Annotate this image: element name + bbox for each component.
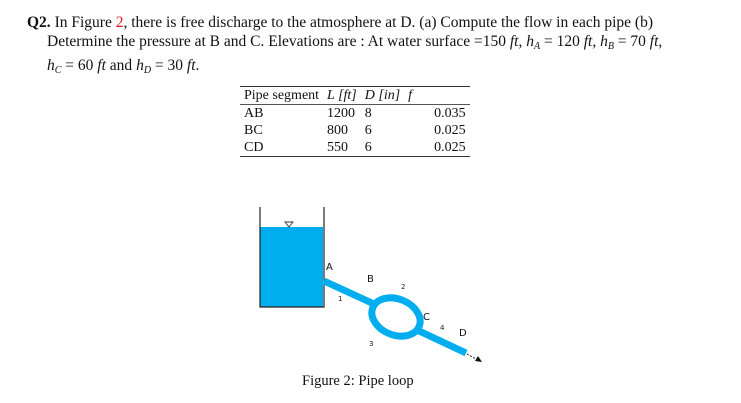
- pipe-number-4: 4: [440, 324, 445, 332]
- problem-line-3: hC = 60 ft and hD = 30 ft.: [47, 57, 200, 76]
- reservoir-walls: [259, 207, 325, 308]
- pipe-4: [415, 326, 468, 357]
- label-D: D: [459, 328, 467, 339]
- discharge-arrow-icon: [475, 356, 482, 362]
- label-B: B: [367, 274, 374, 285]
- label-A: A: [326, 262, 333, 273]
- reservoir-water: [260, 227, 323, 307]
- water-surface-icon: [284, 221, 294, 228]
- pipe-loop-figure: A B C D 1 2 3 4: [250, 200, 500, 370]
- pipe-data-table: Pipe segment L [ft] D [in] f AB 1200 8 0…: [240, 86, 470, 157]
- col-diameter: D [in]: [364, 88, 401, 103]
- col-length: L [ft]: [327, 88, 357, 103]
- label-C: C: [423, 312, 430, 323]
- col-friction: f: [408, 88, 413, 103]
- question-number: Q2.: [27, 14, 51, 31]
- pipe-loop: [368, 294, 424, 340]
- problem-line-2: Determine the pressure at B and C. Eleva…: [47, 33, 663, 52]
- figure-reference-link[interactable]: 2: [115, 14, 124, 31]
- problem-line-1: Q2. In Figure 2, there is free discharge…: [27, 14, 653, 31]
- table-row: BC 800 6 0.025: [244, 123, 466, 138]
- pipe-number-3: 3: [369, 340, 374, 348]
- table-header-row: Pipe segment L [ft] D [in] f: [240, 86, 470, 105]
- problem-statement: Q2. In Figure 2, there is free discharge…: [27, 13, 727, 80]
- pipe-number-2: 2: [401, 283, 406, 291]
- col-pipe-segment: Pipe segment: [244, 88, 320, 103]
- table-row: AB 1200 8 0.035: [244, 106, 466, 121]
- pipe-number-1: 1: [338, 295, 343, 303]
- pipe-loop-diagram: [259, 207, 482, 362]
- pipe-1: [322, 277, 376, 308]
- table-row: CD 550 6 0.025: [240, 139, 470, 157]
- figure-caption: Figure 2: Pipe loop: [302, 373, 414, 389]
